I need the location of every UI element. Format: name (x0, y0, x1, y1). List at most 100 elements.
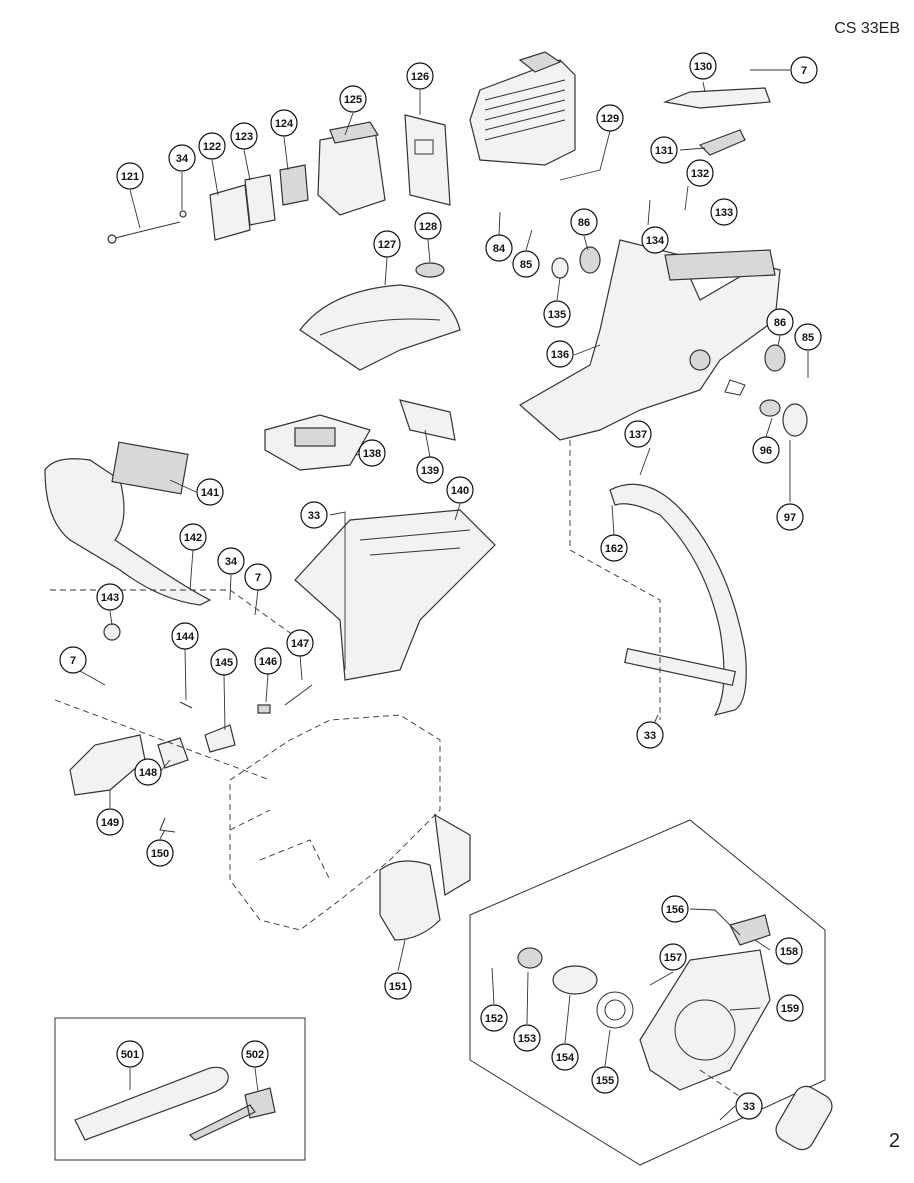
callout-circle (513, 1024, 541, 1052)
callout-label: 85 (802, 332, 814, 344)
callout-circle (446, 476, 474, 504)
callout-label: 34 (176, 153, 189, 165)
callout-label: 162 (605, 543, 623, 555)
heat-shield (404, 114, 451, 206)
callout-label: 501 (121, 1049, 139, 1061)
callout-circle (624, 420, 652, 448)
callout-label: 124 (275, 118, 294, 130)
callout-label: 146 (259, 656, 277, 668)
part-callout-143: 143 (96, 583, 124, 611)
callout-label: 153 (518, 1033, 536, 1045)
part-callout-142: 142 (179, 523, 207, 551)
callout-circle (551, 1043, 579, 1071)
callout-circle (790, 56, 818, 84)
callout-label: 132 (691, 168, 709, 180)
part-callout-133: 133 (710, 198, 738, 226)
part-callout-150: 150 (146, 839, 174, 867)
callout-circle (776, 503, 804, 531)
guide-bar (74, 1066, 229, 1141)
callout-label: 155 (596, 1075, 614, 1087)
callout-circle (96, 583, 124, 611)
starter-group-box (469, 819, 826, 1166)
callout-label: 84 (493, 243, 506, 255)
callout-circle (146, 839, 174, 867)
callout-circle (244, 563, 272, 591)
part-callout-502: 502 (241, 1040, 269, 1068)
callout-label: 127 (378, 239, 396, 251)
callout-circle (689, 52, 717, 80)
callout-circle (96, 808, 124, 836)
callout-circle (373, 230, 401, 258)
part-callout-153: 153 (513, 1024, 541, 1052)
part-callout-135: 135 (543, 300, 571, 328)
muffler (317, 121, 386, 216)
callout-label: 150 (151, 848, 169, 860)
part-callout-145: 145 (210, 648, 238, 676)
part-callout-154: 154 (551, 1043, 579, 1071)
callout-circle (384, 972, 412, 1000)
callout-label: 33 (308, 510, 320, 522)
callout-label: 125 (344, 94, 362, 106)
part-callout-144: 144 (171, 622, 199, 650)
callout-circle (116, 162, 144, 190)
callout-circle (59, 646, 87, 674)
starter-grip (729, 914, 771, 946)
callout-circle (641, 226, 669, 254)
part-callout-86: 86 (570, 208, 598, 236)
part-callout-140: 140 (446, 476, 474, 504)
callout-circle (480, 1004, 508, 1032)
callout-label: 86 (578, 217, 590, 229)
part-callout-127: 127 (373, 230, 401, 258)
throttle-cover (662, 87, 771, 109)
part-callout-141: 141 (196, 478, 224, 506)
part-callout-152: 152 (480, 1004, 508, 1032)
part-callout-158: 158 (775, 937, 803, 965)
callout-circle (416, 456, 444, 484)
part-callout-121: 121 (116, 162, 144, 190)
callout-label: 156 (666, 904, 684, 916)
plate-123 (244, 174, 276, 226)
callout-label: 142 (184, 532, 202, 544)
part-callout-129: 129 (596, 104, 624, 132)
callout-label: 97 (784, 512, 796, 524)
starter-case (639, 949, 771, 1091)
callout-circle (766, 308, 794, 336)
callout-circle (686, 159, 714, 187)
callout-label: 152 (485, 1013, 503, 1025)
callout-circle (661, 895, 689, 923)
part-callout-137: 137 (624, 420, 652, 448)
cylinder (469, 51, 576, 166)
part-callout-131: 131 (650, 136, 678, 164)
bracket-139 (399, 399, 456, 441)
callout-circle (636, 721, 664, 749)
part-callout-125: 125 (339, 85, 367, 113)
callout-circle (776, 994, 804, 1022)
callout-circle (570, 208, 598, 236)
callout-label: 121 (121, 171, 139, 183)
brake-band (69, 734, 146, 796)
callout-circle (179, 523, 207, 551)
part-callout-136: 136 (546, 340, 574, 368)
callout-label: 149 (101, 817, 119, 829)
callout-label: 143 (101, 592, 119, 604)
part-callout-162: 162 (600, 534, 628, 562)
part-callout-132: 132 (686, 159, 714, 187)
part-callout-146: 146 (254, 647, 282, 675)
callout-circle (168, 144, 196, 172)
part-callout-130: 130 (689, 52, 717, 80)
model-number: CS 33EB (834, 20, 900, 37)
part-callout-149: 149 (96, 808, 124, 836)
part-callout-7: 7 (244, 563, 272, 591)
callout-label: 141 (201, 487, 219, 499)
callout-circle (794, 323, 822, 351)
callout-label: 158 (780, 946, 798, 958)
callout-label: 137 (629, 429, 647, 441)
callout-label: 7 (255, 572, 261, 584)
callout-circle (406, 62, 434, 90)
part-callout-85: 85 (512, 250, 540, 278)
callout-circle (270, 109, 298, 137)
rear-handle-housing (518, 239, 781, 441)
callout-label: 33 (743, 1101, 755, 1113)
callout-label: 154 (556, 1052, 575, 1064)
